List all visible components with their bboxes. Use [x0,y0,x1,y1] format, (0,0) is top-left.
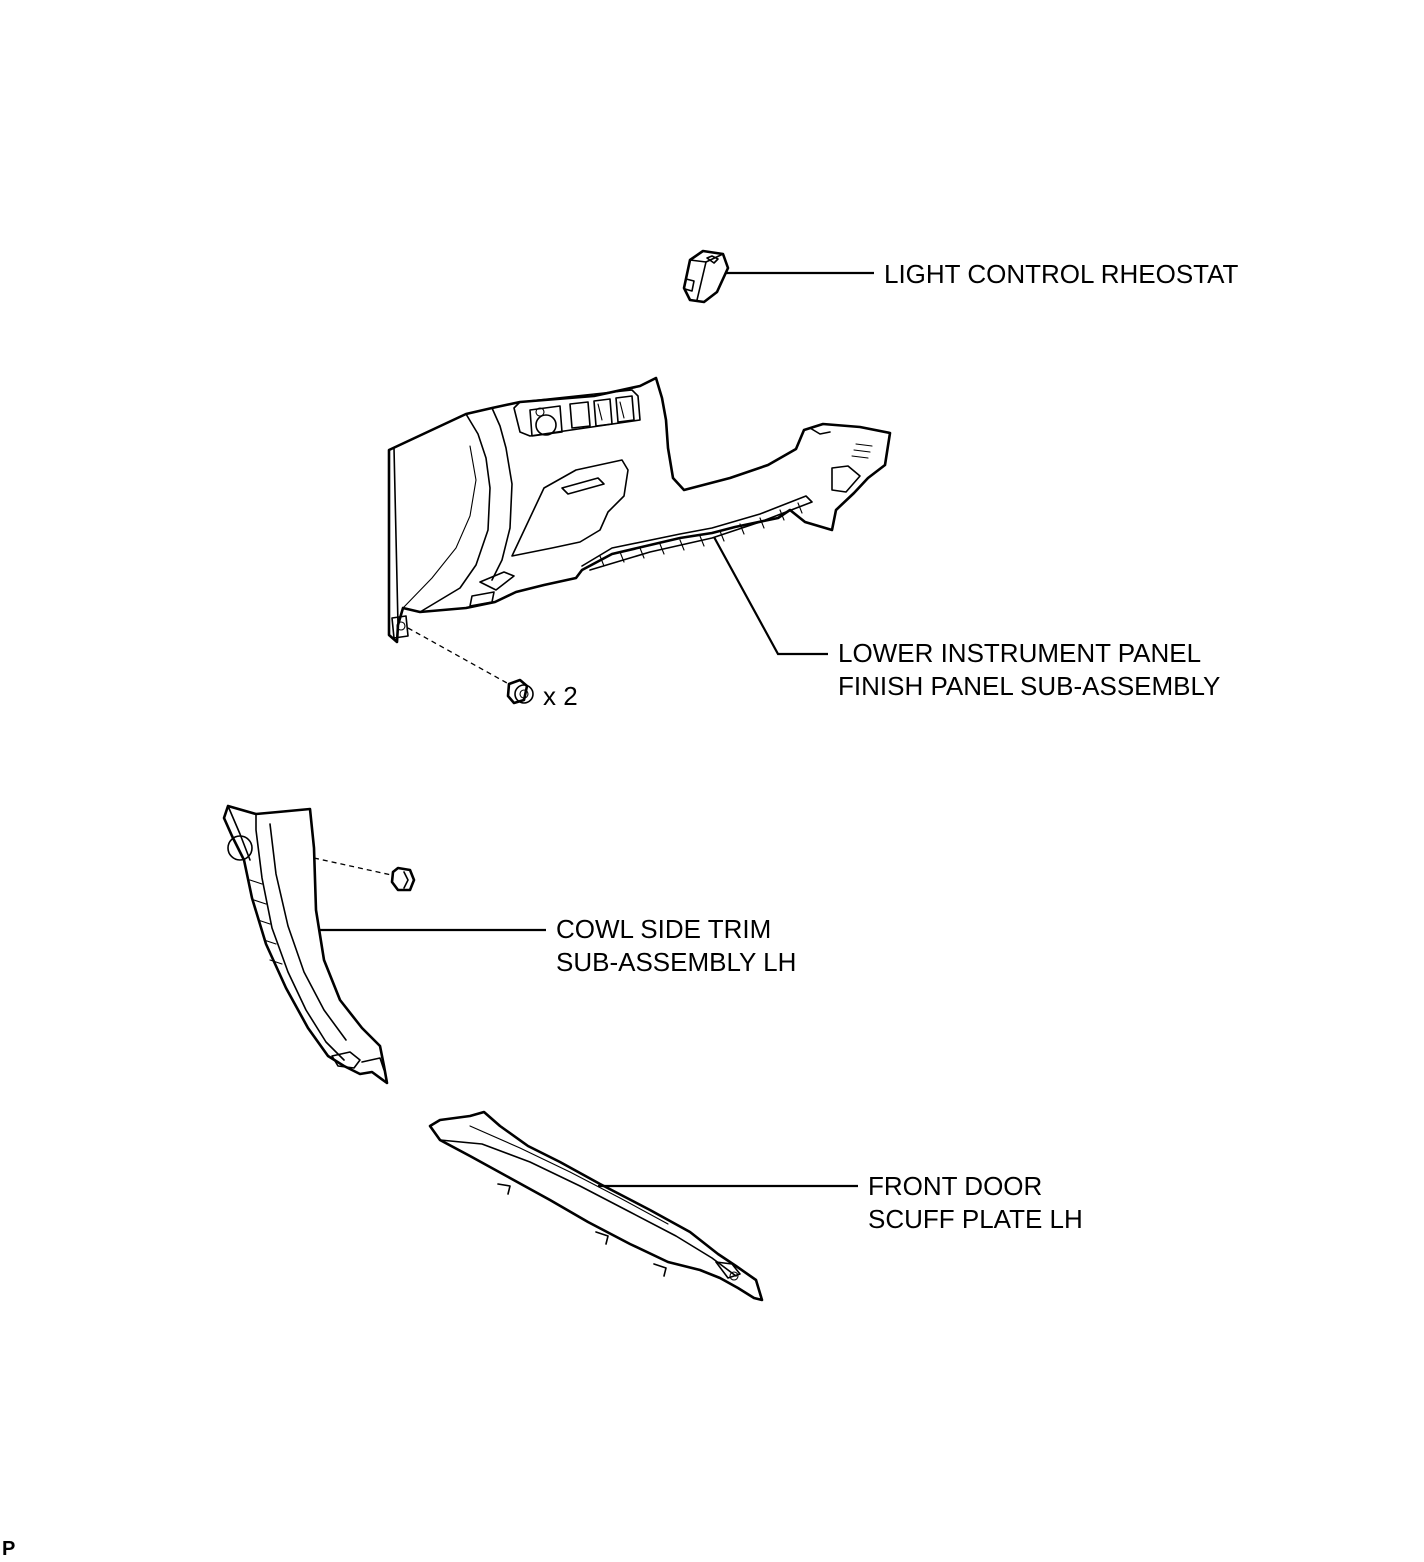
bolt-quantity-label: x 2 [543,680,578,713]
cowl-side-trim-label-line1: COWL SIDE TRIM [556,914,772,944]
corner-mark-text: P [2,1538,16,1560]
front-door-scuff-plate-label-line2: SCUFF PLATE LH [868,1204,1083,1234]
clip-drawing [390,866,416,892]
bolt-guide-dashed-line [407,627,517,689]
front-door-scuff-plate-label: FRONT DOOR SCUFF PLATE LH [868,1170,1083,1236]
clip-guide-dashed-line [313,857,397,877]
lower-instrument-panel-drawing [387,376,892,644]
lower-panel-leader-line [713,536,828,656]
lower-instrument-panel-label-line2: FINISH PANEL SUB-ASSEMBLY [838,671,1221,701]
corner-mark: P [2,1538,15,1560]
lower-instrument-panel-label-line1: LOWER INSTRUMENT PANEL [838,638,1202,668]
cowl-side-trim-drawing [222,804,389,1085]
bolt-drawing [506,678,534,705]
lower-instrument-panel-label: LOWER INSTRUMENT PANEL FINISH PANEL SUB-… [838,637,1220,703]
front-door-scuff-plate-label-line1: FRONT DOOR [868,1171,1043,1201]
bolt-quantity-text: x 2 [543,681,578,711]
light-control-rheostat-drawing [682,249,730,304]
cowl-side-trim-label: COWL SIDE TRIM SUB-ASSEMBLY LH [556,913,796,979]
light-control-rheostat-label-text: LIGHT CONTROL RHEOSTAT [884,259,1239,289]
light-control-rheostat-label: LIGHT CONTROL RHEOSTAT [884,258,1238,291]
scuff-plate-drawing [428,1110,764,1302]
cowl-side-trim-label-line2: SUB-ASSEMBLY LH [556,947,797,977]
